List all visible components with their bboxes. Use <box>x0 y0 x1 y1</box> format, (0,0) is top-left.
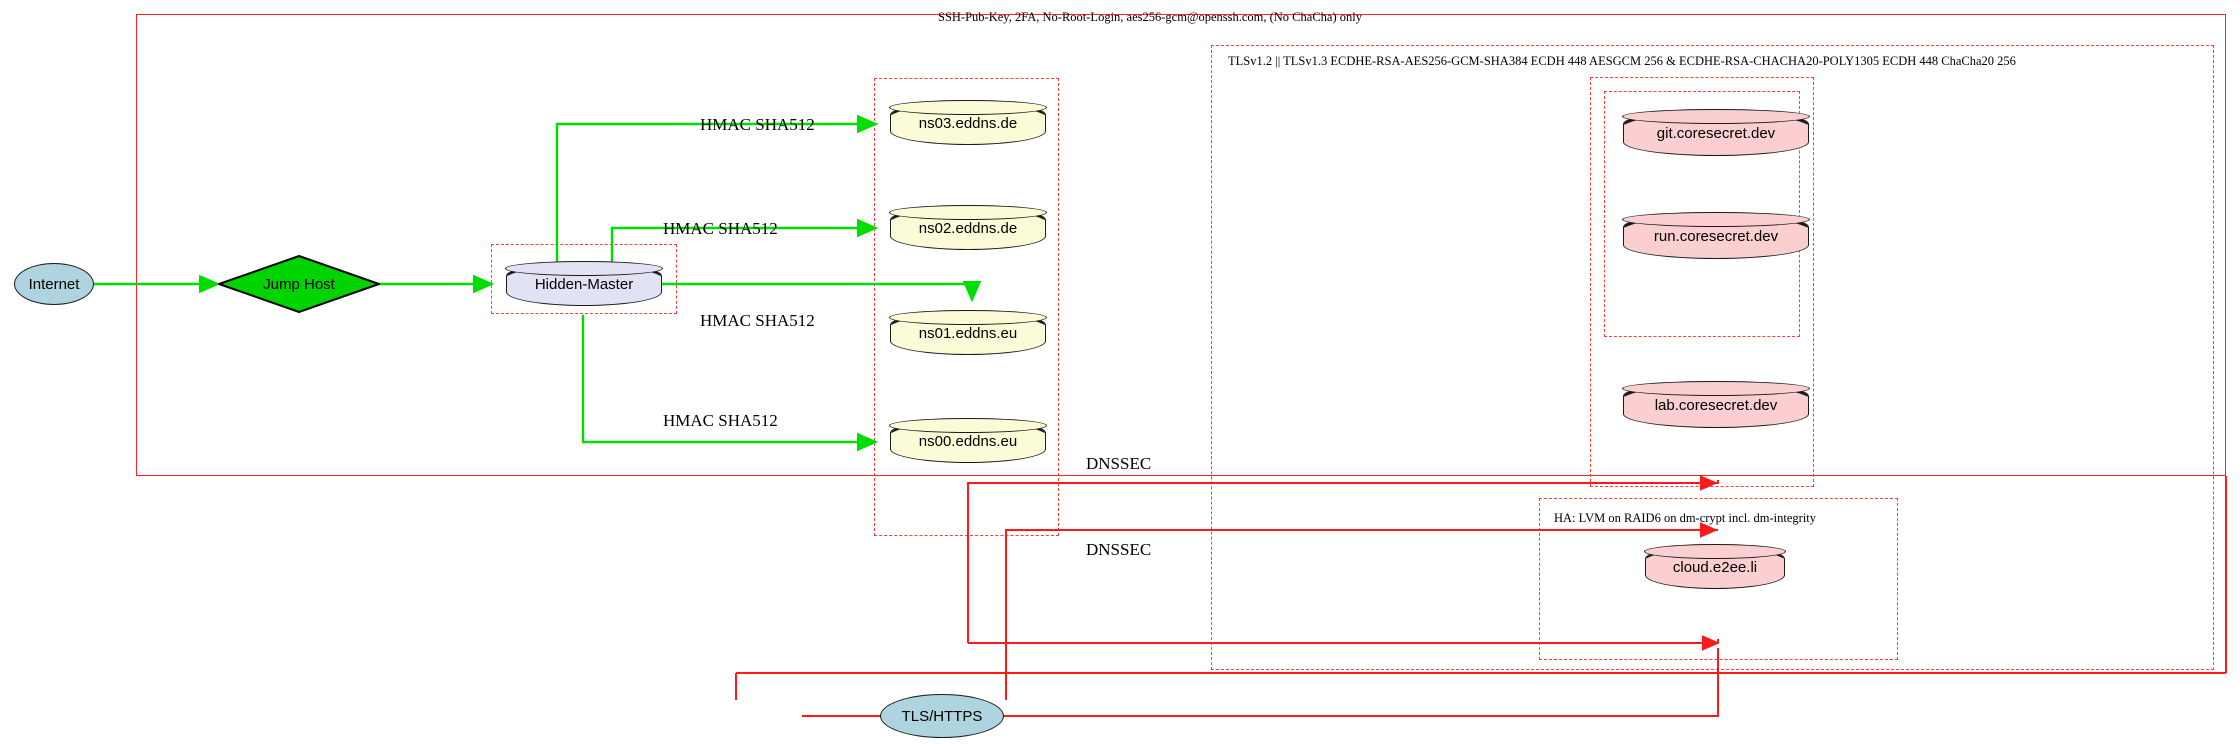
cylinder-top <box>889 205 1047 221</box>
node-ns01[interactable]: ns01.eddns.eu <box>889 310 1047 355</box>
node-ns02-label: ns02.eddns.de <box>918 219 1018 237</box>
node-git-coresecret-label: git.coresecret.dev <box>1656 124 1776 142</box>
node-hidden-master[interactable]: Hidden-Master <box>505 261 663 306</box>
cylinder-top <box>889 418 1047 434</box>
node-tls-https-label: TLS/HTTPS <box>901 707 983 725</box>
node-jump-host[interactable]: Jump Host <box>215 254 383 314</box>
cylinder-top <box>1644 544 1786 560</box>
edge-label-hmac-ns01: HMAC SHA512 <box>700 311 815 330</box>
cylinder-top <box>505 261 663 277</box>
node-run-coresecret[interactable]: run.coresecret.dev <box>1622 212 1810 259</box>
cluster-ha-zone-label: HA: LVM on RAID6 on dm-crypt incl. dm-in… <box>1554 511 1817 525</box>
cylinder-top <box>889 100 1047 116</box>
node-ns02[interactable]: ns02.eddns.de <box>889 205 1047 250</box>
cylinder-top <box>889 310 1047 326</box>
diamond-shape <box>215 254 383 314</box>
node-hidden-master-label: Hidden-Master <box>534 275 634 293</box>
node-cloud-e2ee[interactable]: cloud.e2ee.li <box>1644 544 1786 589</box>
node-lab-coresecret[interactable]: lab.coresecret.dev <box>1622 381 1810 428</box>
node-lab-coresecret-label: lab.coresecret.dev <box>1654 396 1778 414</box>
node-cloud-e2ee-label: cloud.e2ee.li <box>1672 558 1758 576</box>
node-internet[interactable]: Internet <box>14 263 94 305</box>
edge-label-dnssec-lower: DNSSEC <box>1086 540 1152 559</box>
cylinder-top <box>1622 109 1810 125</box>
edge-label-hmac-ns02: HMAC SHA512 <box>663 219 778 238</box>
node-run-coresecret-label: run.coresecret.dev <box>1653 227 1779 245</box>
cluster-tls-zone-label: TLSv1.2 || TLSv1.3 ECDHE-RSA-AES256-GCM-… <box>1228 54 2016 68</box>
node-ns03[interactable]: ns03.eddns.de <box>889 100 1047 145</box>
cylinder-top <box>1622 212 1810 228</box>
node-git-coresecret[interactable]: git.coresecret.dev <box>1622 109 1810 156</box>
cylinder-top <box>1622 381 1810 397</box>
edge-label-hmac-ns03: HMAC SHA512 <box>700 115 815 134</box>
node-internet-label: Internet <box>28 275 80 293</box>
node-ns00-label: ns00.eddns.eu <box>918 432 1018 450</box>
node-tls-https[interactable]: TLS/HTTPS <box>880 694 1004 738</box>
node-ns00[interactable]: ns00.eddns.eu <box>889 418 1047 463</box>
edge-label-dnssec-upper: DNSSEC <box>1086 454 1152 473</box>
cluster-ssh-zone <box>136 14 2226 476</box>
node-ns01-label: ns01.eddns.eu <box>918 324 1018 342</box>
edge-label-hmac-ns00: HMAC SHA512 <box>663 411 778 430</box>
cluster-ssh-zone-label: SSH-Pub-Key, 2FA, No-Root-Login, aes256-… <box>938 10 1362 24</box>
node-ns03-label: ns03.eddns.de <box>918 114 1018 132</box>
cluster-coresecret-inner-zone <box>1604 91 1800 337</box>
cluster-dns-zone <box>874 78 1059 536</box>
